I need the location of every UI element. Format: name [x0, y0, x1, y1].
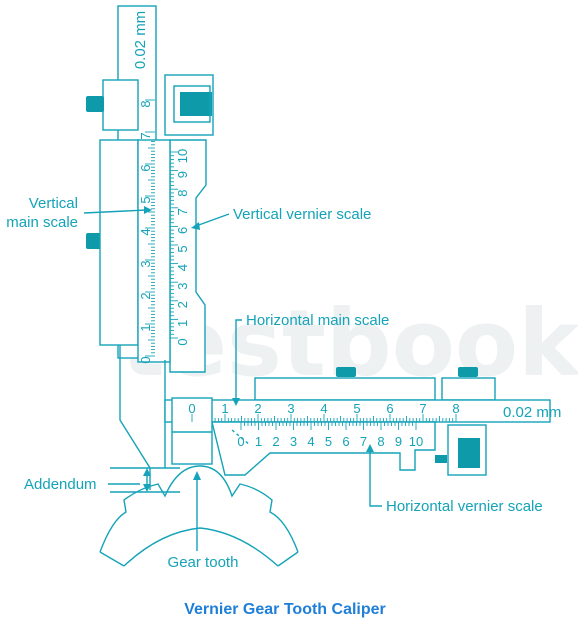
scale-number: 9 — [175, 171, 190, 178]
horizontal-vernier-scale-label: Horizontal vernier scale — [386, 498, 543, 515]
vertical-slide — [86, 5, 214, 490]
scale-number: 10 — [409, 434, 423, 449]
scale-number: 3 — [175, 283, 190, 290]
scale-number: 2 — [254, 401, 261, 416]
scale-number: 7 — [138, 132, 153, 139]
scale-number: 8 — [377, 434, 384, 449]
horizontal-clamp-screw — [458, 438, 480, 468]
scale-number: 4 — [320, 401, 327, 416]
knob-icon — [86, 96, 104, 112]
addendum-label: Addendum — [24, 476, 97, 493]
scale-number: 3 — [290, 434, 297, 449]
scale-number: 5 — [138, 196, 153, 203]
scale-number: 1 — [138, 324, 153, 331]
vertical-vernier-scale-label: Vertical vernier scale — [233, 206, 371, 223]
scale-number: 3 — [138, 260, 153, 267]
gear — [99, 465, 299, 567]
scale-number: 7 — [419, 401, 426, 416]
vertical-main-scale-ticks — [145, 99, 155, 357]
horizontal-slide — [164, 367, 551, 476]
scale-number: 1 — [175, 320, 190, 327]
leader-line — [195, 213, 230, 227]
arrow-icon — [193, 471, 201, 480]
scale-number: 1 — [221, 401, 228, 416]
scale-number: 2 — [272, 434, 279, 449]
scale-number: 2 — [175, 301, 190, 308]
vertical-clamp-frame — [173, 85, 211, 123]
horizontal-main-scale-ticks — [191, 414, 457, 422]
leader-line — [83, 209, 147, 214]
scale-number: 8 — [138, 100, 153, 107]
knob-icon — [458, 367, 478, 377]
knob-icon — [336, 367, 356, 377]
scale-number: 6 — [386, 401, 393, 416]
vertical-main-scale-label-line1: Vertical — [29, 195, 78, 212]
arrow-icon — [143, 468, 151, 476]
leader-line — [235, 319, 242, 400]
scale-number: 10 — [175, 149, 190, 163]
horizontal-clamp-bar — [254, 377, 436, 401]
scale-number: 0 — [175, 338, 190, 345]
scale-number: 0 — [138, 356, 153, 363]
scale-number: 4 — [307, 434, 314, 449]
vertical-clamp-screw — [180, 92, 212, 116]
gear-tooth-label: Gear tooth — [168, 554, 239, 571]
diagram-title: Vernier Gear Tooth Caliper — [184, 601, 386, 618]
zero-reference-line — [231, 429, 251, 446]
vertical-slider-left — [99, 139, 139, 346]
gear-edge-left — [99, 551, 125, 567]
leader-line — [369, 450, 382, 507]
scale-number: 0 — [188, 401, 195, 416]
vertical-vernier-scale-numbers: 0 1 2 3 4 5 6 7 8 9 10 — [175, 149, 190, 346]
scale-number: 8 — [452, 401, 459, 416]
arrow-icon — [366, 444, 374, 452]
scale-number: 5 — [325, 434, 332, 449]
scale-number: 6 — [175, 227, 190, 234]
gear-outline — [99, 465, 299, 553]
vertical-fine-adjust-block — [102, 79, 139, 131]
knob-icon — [435, 455, 447, 463]
vertical-main-scale-label-line2: main scale — [6, 214, 78, 231]
scale-number: 9 — [395, 434, 402, 449]
scale-number: 4 — [138, 228, 153, 235]
vertical-tongue-left — [119, 345, 151, 490]
gear-inner-arc — [123, 527, 279, 567]
scale-number: 6 — [138, 164, 153, 171]
arrow-icon — [232, 398, 240, 406]
vertical-vernier-slider — [169, 139, 207, 373]
vertical-vernier-scale-ticks — [170, 151, 178, 339]
vertical-main-scale-numbers: 0 1 2 3 4 5 6 7 8 — [138, 100, 153, 363]
scale-number: 7 — [360, 434, 367, 449]
horizontal-least-count: 0.02 mm — [503, 404, 561, 421]
scale-number: 5 — [175, 245, 190, 252]
scale-number: 6 — [342, 434, 349, 449]
horizontal-fixed-jaw — [171, 397, 213, 465]
horizontal-fine-adjust-block — [441, 377, 496, 401]
gear-edge-right — [277, 551, 299, 567]
arrow-icon — [144, 206, 152, 214]
scale-number: 2 — [138, 292, 153, 299]
scale-number: 7 — [175, 208, 190, 215]
scale-number: 0 — [237, 434, 244, 449]
horizontal-vernier-scale-ticks — [240, 422, 417, 430]
scale-number: 1 — [255, 434, 262, 449]
scale-number: 5 — [353, 401, 360, 416]
scale-number: 3 — [287, 401, 294, 416]
scale-number: 8 — [175, 190, 190, 197]
horizontal-vernier-slider — [211, 421, 436, 476]
horizontal-main-scale-label: Horizontal main scale — [246, 312, 389, 329]
arrow-icon — [191, 222, 200, 230]
arrow-icon — [143, 484, 151, 492]
horizontal-main-scale-numbers: 0 1 2 3 4 5 6 7 8 — [188, 401, 459, 416]
vertical-least-count: 0.02 mm — [132, 11, 149, 69]
scale-number: 4 — [175, 264, 190, 271]
